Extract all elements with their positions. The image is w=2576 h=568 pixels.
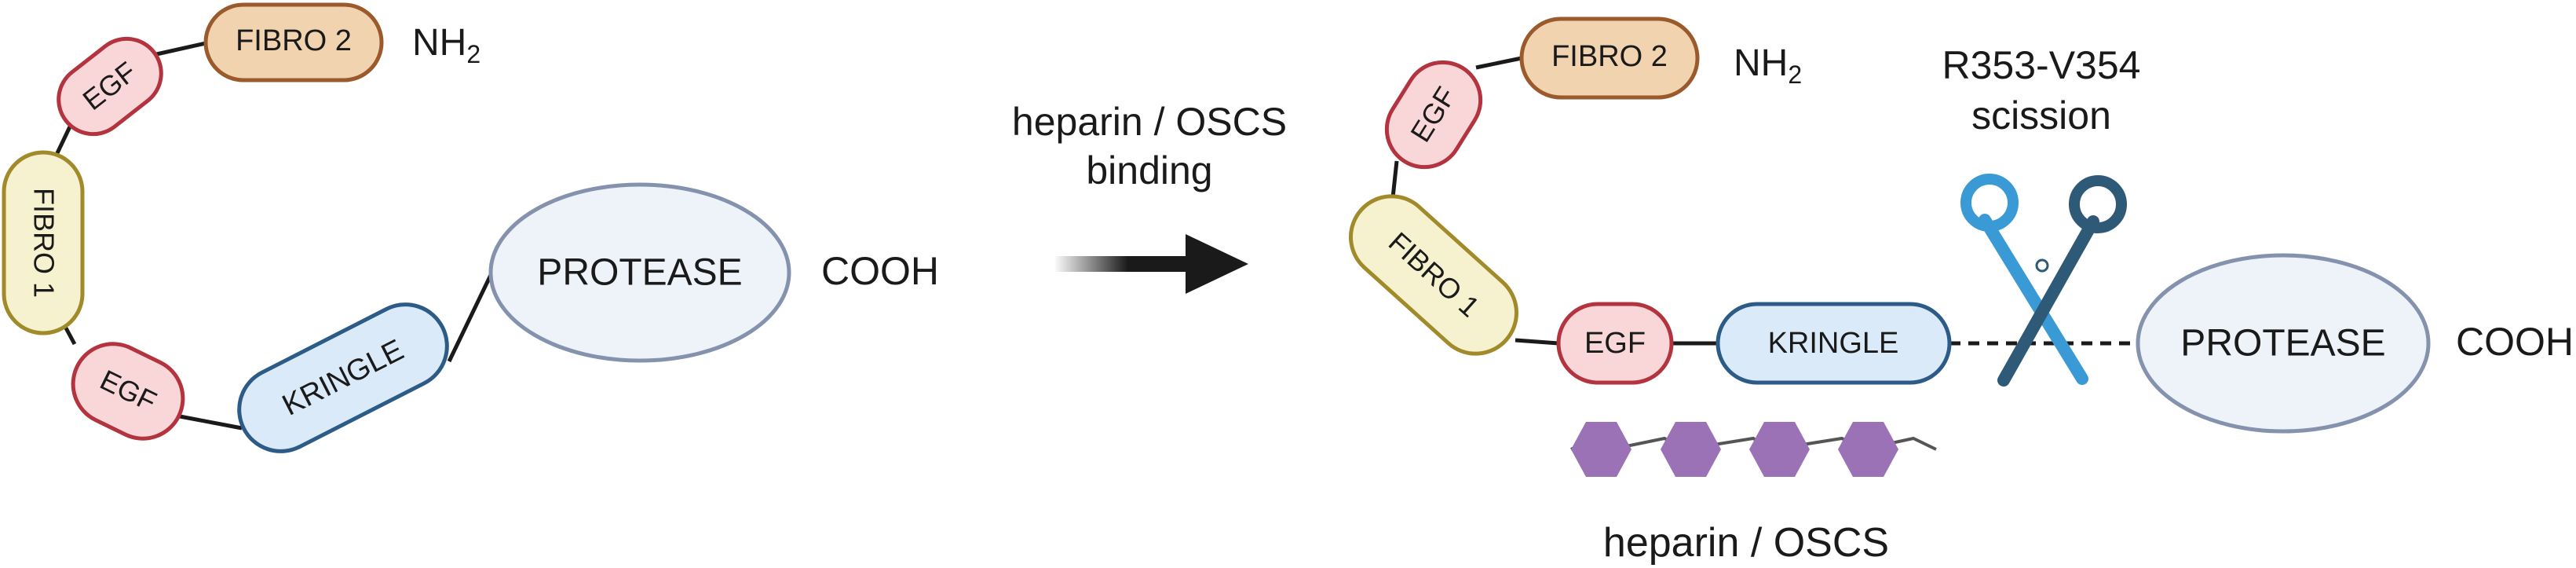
left-protease-label: PROTEASE — [537, 252, 742, 294]
right-protease-label: PROTEASE — [2180, 323, 2385, 365]
scissors-icon — [1960, 174, 2127, 387]
right-protease-domain: PROTEASE — [2136, 253, 2431, 434]
left-kringle-domain: KRINGLE — [237, 302, 449, 453]
transition-label-line2: binding — [1086, 148, 1212, 192]
right-kringle-label: KRINGLE — [1768, 327, 1899, 360]
right-cooh-label: COOH — [2456, 320, 2574, 364]
heparin-chain — [1570, 422, 1937, 477]
right-fibro2-domain: FIBRO 2 — [1519, 16, 1700, 100]
right-nh2-label: NH2 — [1734, 42, 1802, 89]
heparin-hexagon — [1749, 422, 1810, 477]
heparin-label: heparin / OSCS — [1603, 520, 1889, 566]
left-egf-bottom-domain: EGF — [71, 342, 185, 441]
right-kringle-domain: KRINGLE — [1716, 302, 1952, 385]
left-fibro1-label: FIBRO 1 — [27, 188, 60, 298]
transition: heparin / OSCS binding — [1012, 100, 1287, 294]
right-state: FIBRO 2 NH2 EGF FIBRO 1 EGF KRINGLE PROT… — [1348, 16, 2574, 566]
heparin-hexagon — [1661, 422, 1721, 477]
heparin-hexagon — [1571, 422, 1631, 477]
right-fibro1-domain: FIBRO 1 — [1348, 194, 1519, 356]
left-fibro1-domain: FIBRO 1 — [2, 150, 85, 335]
left-nh2-label: NH2 — [412, 22, 480, 68]
right-egf-top-domain: EGF — [1384, 60, 1483, 170]
scission-label-line1: R353-V354 — [1942, 43, 2141, 87]
left-state: FIBRO 2 NH2 EGF FIBRO 1 EGF KRINGLE PROT… — [2, 2, 939, 453]
scission-label-line2: scission — [1971, 93, 2111, 137]
left-protease-domain: PROTEASE — [488, 182, 791, 363]
right-egf-bottom-domain: EGF — [1556, 302, 1674, 385]
transition-arrow — [1054, 234, 1248, 294]
left-cooh-label: COOH — [821, 249, 939, 293]
right-fibro2-label: FIBRO 2 — [1551, 40, 1668, 73]
right-egf-bottom-label: EGF — [1584, 327, 1646, 360]
transition-label-line1: heparin / OSCS — [1012, 100, 1287, 144]
heparin-hexagon — [1838, 422, 1898, 477]
left-egf-top-domain: EGF — [57, 36, 163, 137]
left-fibro2-label: FIBRO 2 — [236, 24, 352, 57]
left-fibro2-domain: FIBRO 2 — [203, 2, 384, 82]
